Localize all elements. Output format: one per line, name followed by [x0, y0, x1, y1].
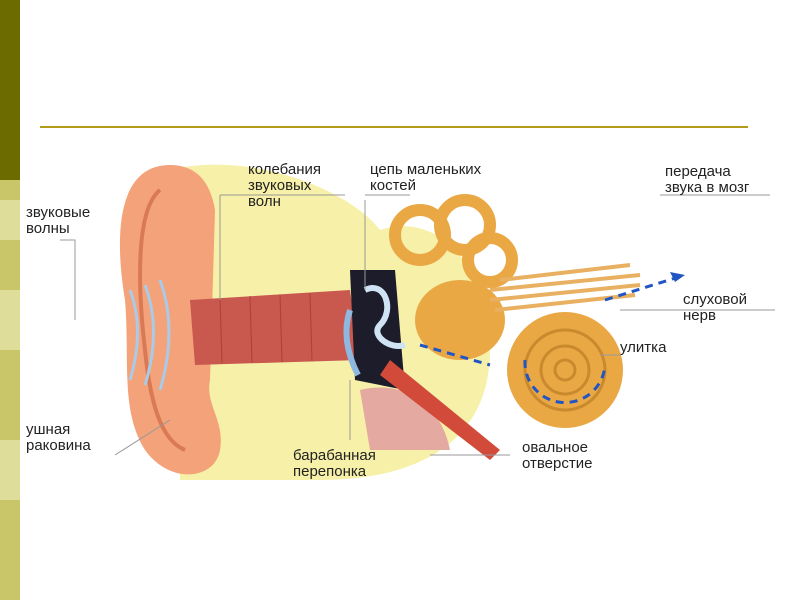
label-line: нерв	[683, 307, 716, 324]
label-line: слуховой	[683, 291, 747, 308]
label-line: барабанная	[293, 447, 376, 464]
label-line: перепонка	[293, 463, 367, 480]
label-line: улитка	[620, 339, 667, 356]
label-ossicle-chain: цепь маленьких костей	[370, 162, 481, 194]
temporal-bone	[360, 387, 450, 450]
label-line: овальное	[522, 439, 589, 456]
label-line: отверстие	[522, 455, 593, 472]
label-auditory-nerve: слуховой нерв	[683, 292, 747, 324]
ossicles	[363, 285, 406, 349]
label-line: раковина	[26, 437, 91, 454]
label-eardrum: барабанная перепонка	[293, 448, 376, 480]
sound-flow-arrows	[419, 273, 686, 404]
label-line: передача	[665, 163, 731, 180]
auricle-fold	[138, 188, 186, 452]
label-line: звука в мозг	[665, 179, 750, 196]
eardrum-shape	[343, 309, 361, 377]
sound-waves	[128, 279, 171, 391]
label-sound-waves: звуковые волны	[26, 205, 90, 237]
auricle-shape	[119, 165, 221, 475]
label-line: звуковые	[26, 204, 91, 221]
ear-canal	[190, 290, 360, 365]
label-line: цепь маленьких	[370, 161, 482, 178]
label-auricle: ушная раковина	[26, 422, 91, 454]
eustachian-tube	[380, 360, 500, 460]
label-cochlea: улитка	[620, 340, 666, 356]
label-line: звуковых	[248, 177, 312, 194]
label-sound-vibrations: колебания звуковых волн	[248, 162, 321, 210]
vestibule	[415, 280, 505, 360]
left-accent-bar-light	[0, 180, 20, 600]
semicircular-canals	[389, 194, 518, 288]
label-line: ушная	[26, 421, 71, 438]
arrow-head	[670, 272, 685, 282]
label-line: волн	[248, 193, 281, 210]
title-underline	[40, 126, 748, 128]
label-oval-window: овальное отверстие	[522, 440, 592, 472]
left-accent-bar-dark	[0, 0, 20, 180]
label-line: колебания	[248, 161, 322, 178]
label-line: костей	[370, 177, 416, 194]
label-line: волны	[26, 220, 70, 237]
auditory-nerve	[489, 263, 641, 312]
ear-anatomy-illustration	[60, 164, 775, 480]
label-transmission: передача звука в мозг	[665, 164, 749, 196]
